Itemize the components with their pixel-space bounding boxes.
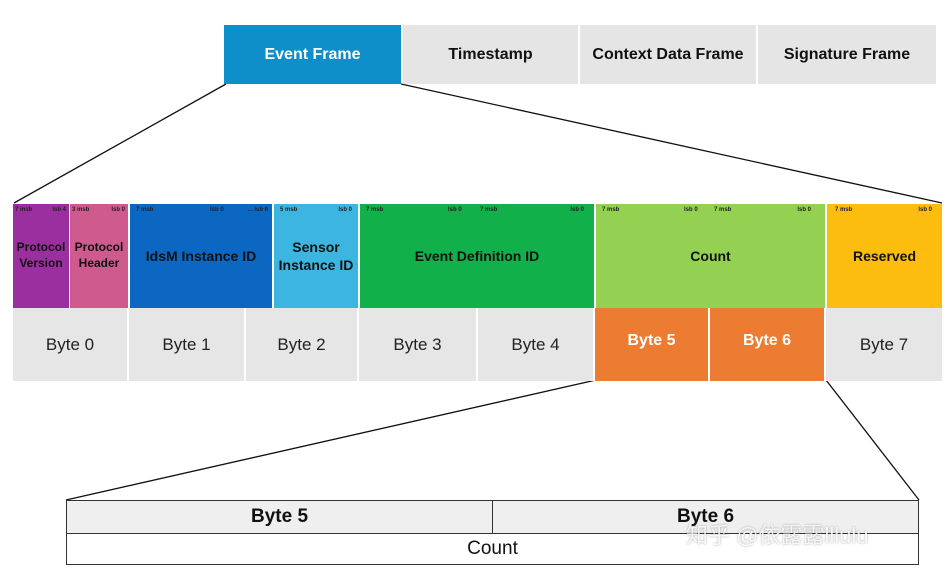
byte-7: Byte 7 bbox=[826, 308, 942, 381]
field-label: IdsM Instance ID bbox=[145, 247, 257, 264]
field-label: Protocol bbox=[74, 240, 124, 255]
tick-label: 7 msb bbox=[714, 207, 732, 213]
field-reserved: 7 msb lsb 0 Reserved bbox=[827, 204, 942, 308]
zoom-line-right-bottom bbox=[825, 379, 920, 501]
field-idsm-instance-id: 7 msb lsb 0 ... lsb 6 IdsM Instance ID bbox=[130, 204, 272, 308]
tick-label: lsb 0 bbox=[338, 207, 352, 213]
field-label: Event Definition ID bbox=[414, 247, 540, 264]
byte-3: Byte 3 bbox=[359, 308, 478, 381]
field-label: Header bbox=[78, 256, 120, 270]
field-label: Reserved bbox=[852, 247, 917, 264]
byte-2: Byte 2 bbox=[246, 308, 359, 381]
zoom-line-right-top bbox=[400, 83, 943, 204]
frame-event-frame: Event Frame bbox=[224, 25, 401, 84]
field-event-definition-id: 7 msb lsb 0 7 msb lsb 0 Event Definition… bbox=[360, 204, 594, 308]
field-label: Protocol bbox=[16, 240, 66, 255]
field-sensor-instance-id: 5 msb lsb 0 Sensor Instance ID bbox=[274, 204, 358, 308]
frame-context-data: Context Data Frame bbox=[580, 25, 756, 84]
table-count: Count bbox=[66, 533, 919, 565]
tick-label: 7 msb bbox=[15, 207, 33, 213]
watermark: 知乎 @依露露lllulu bbox=[686, 523, 869, 548]
field-protocol-version: 7 msb lsb 4 Protocol Version bbox=[13, 204, 69, 308]
tick-label: lsb 0 bbox=[448, 207, 462, 213]
tick-label: 7 msb bbox=[366, 207, 384, 213]
tick-label: ... lsb 6 bbox=[247, 207, 268, 213]
tick-label: lsb 4 bbox=[52, 207, 66, 213]
zoom-line-left-top bbox=[13, 83, 227, 204]
tick-label: lsb 0 bbox=[210, 207, 224, 213]
field-label: Sensor bbox=[292, 238, 340, 255]
byte-0: Byte 0 bbox=[13, 308, 129, 381]
tick-label: lsb 0 bbox=[918, 207, 932, 213]
zoom-line-left-bottom bbox=[65, 379, 597, 501]
byte-4: Byte 4 bbox=[478, 308, 595, 381]
byte-6: Byte 6 bbox=[710, 308, 826, 381]
tick-label: 5 msb bbox=[280, 207, 298, 213]
field-label: Instance ID bbox=[278, 257, 354, 273]
tick-label: 3 msb bbox=[72, 207, 90, 213]
field-count: 7 msb lsb 0 7 msb lsb 0 Count bbox=[596, 204, 825, 308]
tick-label: 7 msb bbox=[480, 207, 498, 213]
byte-1: Byte 1 bbox=[129, 308, 246, 381]
byte-5: Byte 5 bbox=[595, 308, 710, 381]
tick-label: 7 msb bbox=[602, 207, 620, 213]
table-byte-5: Byte 5 bbox=[66, 500, 493, 534]
tick-label: 7 msb bbox=[136, 207, 154, 213]
frame-signature: Signature Frame bbox=[758, 25, 936, 84]
frame-timestamp: Timestamp bbox=[403, 25, 578, 84]
tick-label: lsb 0 bbox=[111, 207, 125, 213]
field-protocol-header: 3 msb lsb 0 Protocol Header bbox=[70, 204, 128, 308]
tick-label: lsb 0 bbox=[570, 207, 584, 213]
tick-label: 7 msb bbox=[835, 207, 853, 213]
tick-label: lsb 0 bbox=[797, 207, 811, 213]
field-label: Count bbox=[690, 247, 731, 264]
table-byte-6: Byte 6 bbox=[492, 500, 919, 534]
tick-label: lsb 0 bbox=[684, 207, 698, 213]
field-label: Version bbox=[19, 256, 63, 270]
